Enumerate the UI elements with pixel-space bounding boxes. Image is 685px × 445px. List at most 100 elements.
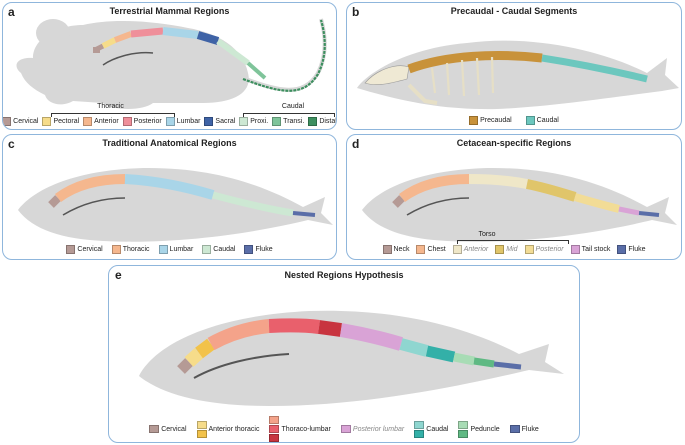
rib-line <box>406 197 470 216</box>
legend-label: Caudal <box>213 246 236 253</box>
legend-item: Cervical <box>66 245 103 254</box>
spine-caudal-light <box>399 338 429 357</box>
rib-line <box>102 51 154 66</box>
legend-swatch <box>414 429 425 438</box>
legend-swatch <box>525 116 535 125</box>
legend-swatch-stack <box>414 420 425 438</box>
spine-caudal <box>212 191 294 217</box>
panel-letter: e <box>115 268 122 282</box>
legend-item: Lumbar <box>158 245 193 254</box>
spine-lumbar <box>162 27 199 39</box>
legend-swatch <box>452 245 462 254</box>
spine-thoraco-lumbar-light <box>207 319 270 351</box>
whale-skeleton-illustration <box>362 167 677 242</box>
legend-item: Caudal <box>525 116 559 125</box>
legend-label: Anterior <box>463 246 489 253</box>
legend-label: Pectoral <box>53 118 80 125</box>
skull <box>93 47 100 53</box>
panel-e: e Nested Regions Hypothesis Cervical Ant… <box>108 265 580 443</box>
legend-label: Posterior <box>535 246 564 253</box>
legend-swatch <box>165 117 175 126</box>
spine-lumbar <box>124 174 215 200</box>
spine-fluke <box>638 211 660 217</box>
legend-swatch-stack <box>509 425 520 433</box>
panel-title: Precaudal - Caudal Segments <box>450 6 578 16</box>
legend-item: Anterior thoracic <box>196 420 260 438</box>
legend-label: Anterior <box>94 118 119 125</box>
legend-swatch <box>416 245 426 254</box>
spine-thoracic <box>55 174 126 203</box>
legend-label: Peduncle <box>470 425 500 433</box>
legend-swatch-stack <box>458 420 469 438</box>
legend-swatch <box>196 420 207 429</box>
legend-swatch <box>122 117 132 126</box>
legend-swatch <box>340 425 351 433</box>
legend-label: Fluke <box>521 425 539 433</box>
legend-item: Cervical <box>3 117 38 126</box>
legend-label: Transi. <box>283 118 305 125</box>
panel-letter: a <box>8 5 15 19</box>
legend-item: Posterior <box>122 117 162 126</box>
spine-caudal-dark <box>425 345 456 363</box>
legend-swatch <box>272 117 282 126</box>
legend-item: Thoracic <box>111 245 150 254</box>
legend-item: Sacral <box>204 117 235 126</box>
legend-label: Proxi. <box>250 118 269 125</box>
legend-swatch <box>202 245 212 254</box>
legend-swatch <box>495 245 505 254</box>
legend-label: Lumbar <box>176 118 201 125</box>
legend-item: Caudal <box>202 245 235 254</box>
legend-label: Fluke <box>628 246 646 253</box>
legend-e: Cervical Anterior thoracic Thoraco-lumba… <box>109 416 579 442</box>
legend-item: Chest <box>416 245 446 254</box>
legend-swatch <box>149 425 160 433</box>
legend-item: Posterior <box>524 245 564 254</box>
legend-item: Cervical <box>149 425 187 433</box>
legend-item: Tail stock <box>570 245 611 254</box>
whale-skeleton-illustration <box>357 40 679 110</box>
legend-item: Pectoral <box>42 117 79 126</box>
panel-a: a Terrestrial Mammal Regions Thoracic Ca… <box>2 2 337 130</box>
legend-item: Lumbar <box>165 117 201 126</box>
legend-label: Precaudal <box>480 117 512 124</box>
legend-label: Caudal <box>536 117 559 124</box>
legend-item: Fluke <box>509 425 539 433</box>
panel-c: c Traditional Anatomical Regions Cervica… <box>2 134 337 260</box>
legend-swatch-stack <box>269 416 280 442</box>
legend-swatch <box>158 245 168 254</box>
spine-anterior-thoracic <box>113 31 133 43</box>
rib-line <box>193 353 290 379</box>
legend-label: Posterior <box>133 118 162 125</box>
panel-title: Traditional Anatomical Regions <box>102 138 237 148</box>
legend-swatch <box>269 434 280 442</box>
rib-line <box>62 197 126 216</box>
tail-vertebrae-distal <box>242 19 326 92</box>
mouse-skeleton-illustration <box>16 18 327 110</box>
legend-label: Anterior thoracic <box>208 425 260 433</box>
panel-letter: d <box>352 137 360 151</box>
legend-label: Fluke <box>255 246 273 253</box>
spine-proximal-caudal <box>216 38 250 66</box>
legend-item: Neck <box>382 245 409 254</box>
spine-tail-stock <box>618 206 640 216</box>
mouse-ear <box>36 19 70 47</box>
spine-chest <box>399 174 470 203</box>
panel-title: Cetacean-specific Regions <box>456 138 572 148</box>
skull <box>364 65 410 85</box>
legend-label: Sacral <box>215 118 236 125</box>
legend-swatch <box>204 117 214 126</box>
legend-item: Posterior lumbar <box>340 425 404 433</box>
spine-posterior-thoracic <box>130 27 164 38</box>
panel-letter: c <box>8 137 15 151</box>
legend-swatch <box>196 429 207 438</box>
spine-cervical <box>48 195 61 208</box>
legend-label: Tail stock <box>581 246 611 253</box>
group-label-thoracic: Thoracic <box>97 103 124 110</box>
whale-skeleton-illustration <box>139 310 564 406</box>
legend-d: Neck Chest Anterior Mid Posterior Tail s… <box>347 245 681 254</box>
legend-label: Chest <box>427 246 446 253</box>
panel-d: d Cetacean-specific Regions Torso Neck C… <box>346 134 682 260</box>
torso-bracket <box>457 240 569 244</box>
legend-b: Precaudal Caudal <box>347 116 681 125</box>
spine-thoraco-lumbar-dark <box>318 320 342 337</box>
